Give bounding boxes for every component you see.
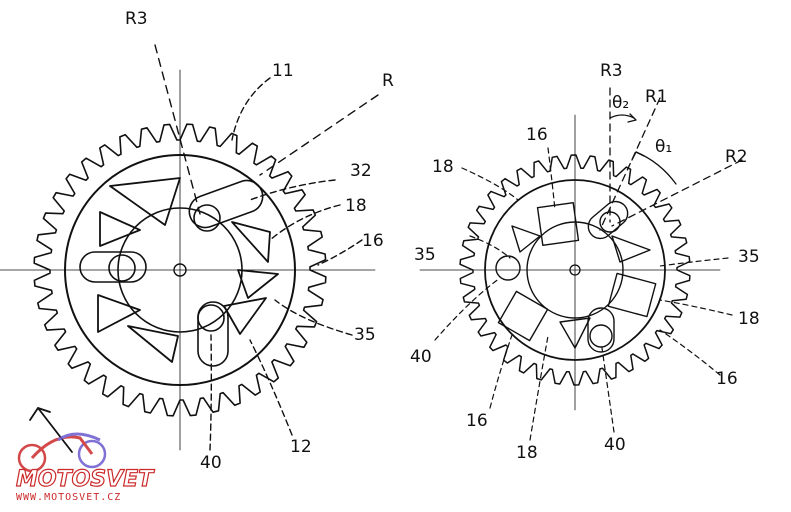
left-cam-slots (97, 177, 279, 363)
label-40: 40 (200, 453, 222, 473)
label-r3: R3 (125, 9, 148, 29)
motorcycle-logo (17, 432, 107, 473)
rotation-arrow (29, 407, 73, 453)
label-theta2: θ₂ (612, 93, 629, 113)
roller-ball (108, 254, 136, 282)
roller-ball (193, 204, 221, 232)
left-gear-teeth (33, 123, 327, 417)
left-leader-lines (154, 44, 379, 451)
label-theta1: θ₁ (655, 137, 672, 157)
label-35-right: 35 (738, 247, 760, 267)
label-11: 11 (272, 61, 294, 81)
sprag (607, 272, 657, 318)
left-gear-figure: R3 R 11 32 18 16 35 40 12 (0, 9, 394, 473)
cam-slot (231, 221, 271, 263)
right-center-pin (569, 264, 581, 276)
roller-ball (197, 304, 225, 332)
label-r1: R1 (645, 87, 668, 107)
roller-pocket (587, 200, 629, 240)
watermark-brand: MOTOSVET (16, 467, 155, 492)
cam-slot (237, 269, 279, 299)
watermark: MOTOSVET WWW.MOTOSVET.CZ (15, 432, 156, 503)
roller-pocket (79, 251, 147, 283)
right-gear-figure: R3 R1 θ₂ θ₁ R2 16 18 35 35 18 40 16 16 1… (410, 61, 760, 463)
sprag (497, 290, 549, 342)
label-40-bottom: 40 (604, 435, 626, 455)
cam-slot (223, 297, 267, 335)
roller-pocket (197, 301, 229, 367)
label-r3-right: R3 (600, 61, 623, 81)
label-18-right: 18 (738, 309, 760, 329)
label-16-top: 16 (526, 125, 548, 145)
right-rotor-disc (484, 179, 666, 361)
watermark-url: WWW.MOTOSVET.CZ (16, 492, 121, 503)
label-r2: R2 (725, 147, 748, 167)
left-center-pin (173, 263, 187, 277)
sprag (536, 201, 580, 247)
right-leader-lines (434, 147, 733, 441)
roller-ball (495, 255, 521, 281)
cam-slot (511, 225, 541, 253)
roller-pocket (587, 307, 615, 353)
right-reference-lines (599, 87, 743, 231)
right-sprags (497, 201, 657, 349)
label-16-bottom: 16 (466, 411, 488, 431)
cam-slot (97, 294, 141, 333)
label-40-left: 40 (410, 347, 432, 367)
left-rotor-disc (64, 154, 296, 386)
label-16-right: 16 (716, 369, 738, 389)
roller-pocket (188, 179, 264, 229)
label-r: R (382, 71, 394, 91)
cam-slot (559, 317, 591, 349)
label-18-top: 18 (432, 157, 454, 177)
label-12: 12 (290, 437, 312, 457)
label-32: 32 (350, 161, 372, 181)
left-rollers (79, 179, 264, 367)
label-18-bottom: 18 (516, 443, 538, 463)
label-16: 16 (362, 231, 384, 251)
cam-slot (99, 211, 141, 247)
roller-ball (589, 324, 613, 348)
label-18: 18 (345, 196, 367, 216)
cam-slot (611, 235, 651, 263)
cam-slot (109, 177, 181, 226)
cam-slot (127, 325, 179, 363)
right-hub (526, 221, 624, 319)
label-35-left: 35 (414, 245, 436, 265)
right-gear-teeth (459, 154, 691, 386)
label-35: 35 (354, 325, 376, 345)
